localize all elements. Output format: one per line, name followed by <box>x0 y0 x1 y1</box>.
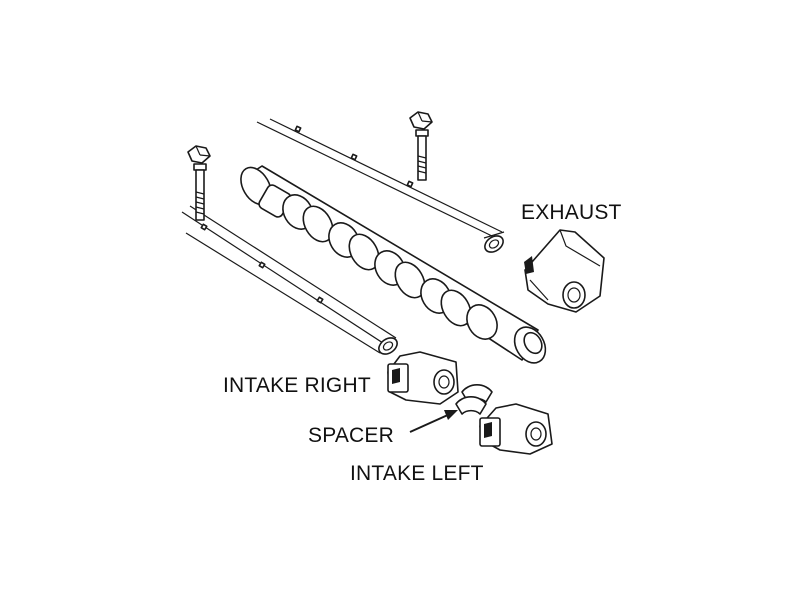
camshaft <box>240 165 547 364</box>
intake-left-rocker-arm <box>479 403 553 455</box>
label-intake-right: INTAKE RIGHT <box>223 374 371 397</box>
label-spacer: SPACER <box>308 424 394 447</box>
exhaust-rocker-arm <box>524 229 605 313</box>
lower-rocker-shaft <box>181 205 398 355</box>
left-bolt <box>187 145 211 221</box>
label-intake-left: INTAKE LEFT <box>350 462 484 485</box>
spacer-pointer-arrow <box>409 410 458 433</box>
spacer <box>455 384 493 415</box>
upper-rocker-shaft <box>256 118 505 253</box>
intake-right-rocker-arm <box>387 351 459 405</box>
right-bolt <box>409 111 433 181</box>
label-exhaust: EXHAUST <box>521 201 622 224</box>
